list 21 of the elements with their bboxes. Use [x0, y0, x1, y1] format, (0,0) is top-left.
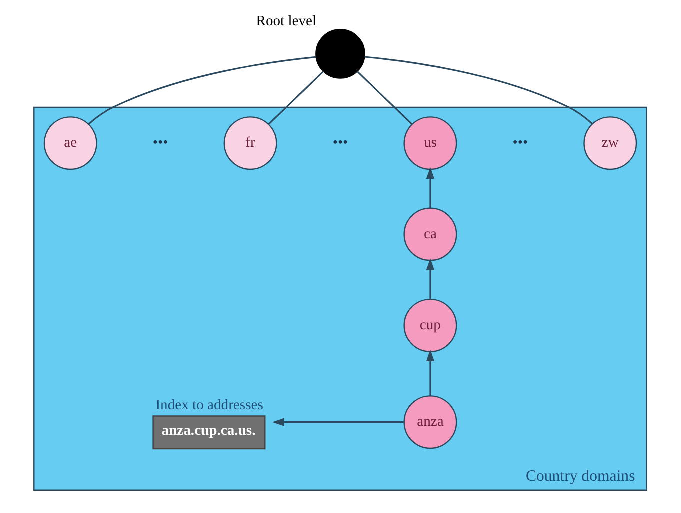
node-circle: fr — [224, 116, 278, 170]
arrow — [426, 349, 435, 396]
connector — [356, 70, 413, 124]
node-label: Index to addresses — [156, 397, 264, 414]
node-label: Root level — [256, 13, 317, 30]
connector — [88, 56, 316, 124]
node-circle: zw — [584, 116, 638, 170]
node-circle: ae — [44, 116, 98, 170]
connector — [364, 56, 593, 124]
node-circle — [316, 28, 366, 78]
label: ••• — [332, 134, 348, 151]
node-circle: cup — [404, 298, 458, 352]
node-circle: ca — [404, 207, 458, 261]
arrow — [426, 166, 435, 208]
label: ••• — [152, 134, 168, 151]
arrow — [426, 258, 435, 300]
connector — [268, 70, 324, 124]
node-circle: anza — [404, 395, 458, 449]
label: ••• — [512, 134, 528, 151]
node-circle: us — [404, 116, 458, 170]
arrow — [272, 418, 404, 426]
